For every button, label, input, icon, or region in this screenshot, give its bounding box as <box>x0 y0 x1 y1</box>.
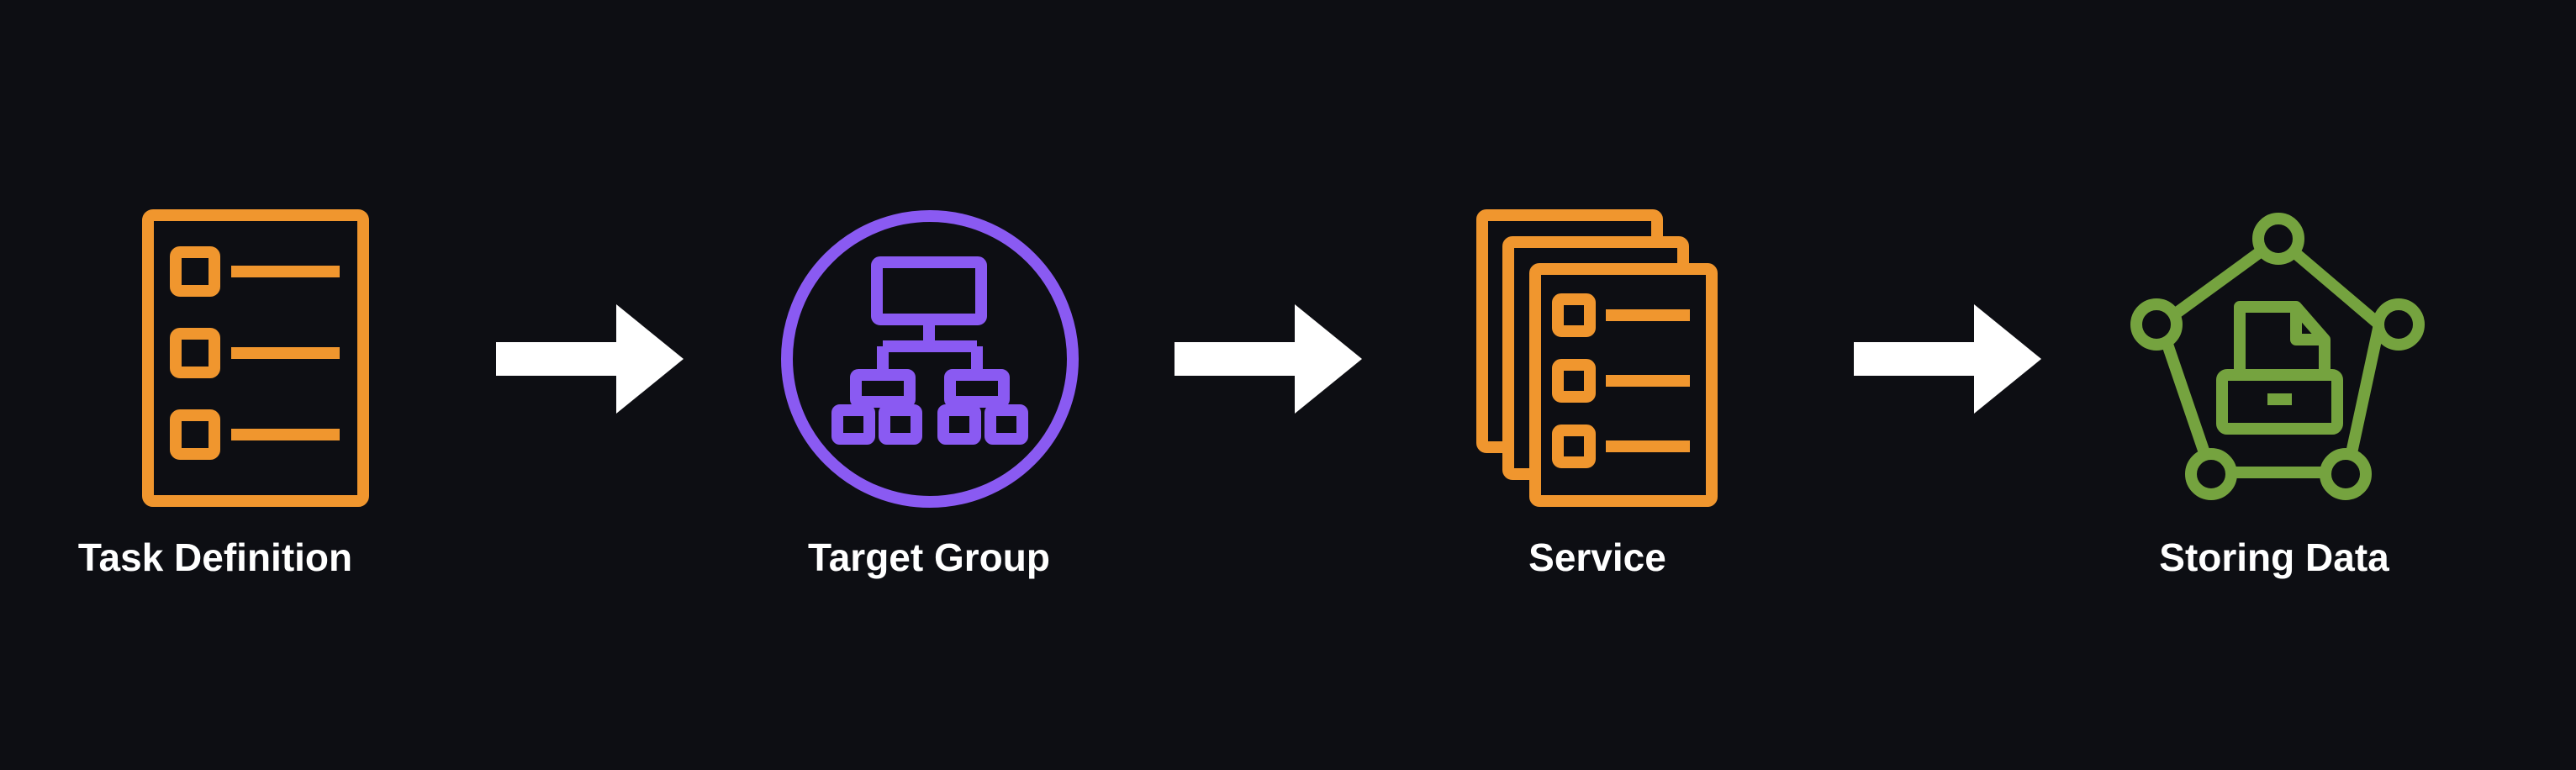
right-arrow-icon <box>496 304 684 414</box>
target-group-label: Target Group <box>808 535 1050 579</box>
service-icon <box>1476 209 1718 507</box>
target-group-icon <box>781 210 1079 508</box>
storing-data-label: Storing Data <box>2159 535 2389 579</box>
task-definition-icon <box>142 209 369 507</box>
service-label: Service <box>1528 535 1666 579</box>
right-arrow-icon <box>1854 304 2041 414</box>
task-definition-label: Task Definition <box>77 535 353 579</box>
right-arrow-icon <box>1175 304 1362 414</box>
storing-data-icon <box>2130 213 2425 500</box>
